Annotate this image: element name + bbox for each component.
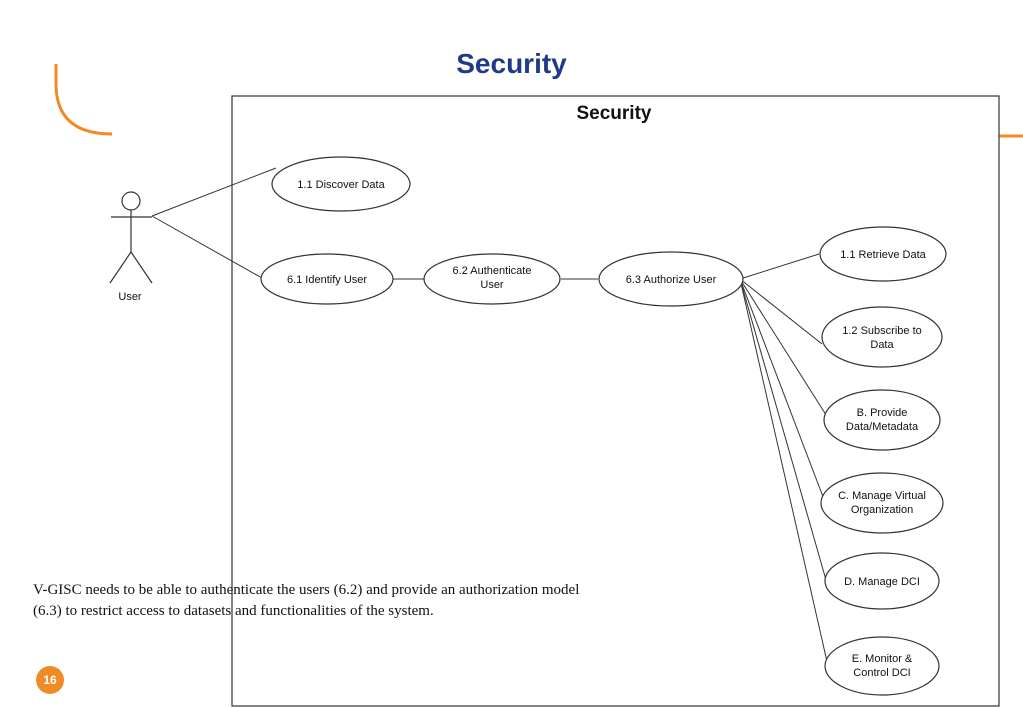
use-case-label: C. Manage Virtual [838, 490, 926, 502]
caption-line: V-GISC needs to be able to authenticate … [33, 582, 580, 598]
use-case-authenticate-user: 6.2 Authenticate User [423, 253, 561, 305]
use-case-subscribe-data: 1.2 Subscribe to Data [821, 306, 943, 368]
use-case-label: User [480, 279, 504, 291]
assoc-authorize-provide [739, 278, 829, 419]
assoc-authorize-monitor-dci [739, 278, 829, 667]
use-case-ellipse [819, 226, 947, 282]
use-case-ellipse [260, 253, 394, 305]
use-case-provide-metadata: B. Provide Data/Metadata [823, 389, 941, 451]
actor-label: User [118, 291, 142, 303]
assoc-authorize-retrieve [739, 253, 820, 280]
use-case-ellipse [824, 636, 940, 696]
use-case-label: 6.2 Authenticate [453, 265, 532, 277]
assoc-authorize-manage-dci [739, 278, 827, 581]
use-case-ellipse [423, 253, 561, 305]
slide-title: Security [456, 48, 567, 79]
use-case-ellipse [821, 306, 943, 368]
use-case-label: 1.2 Subscribe to [842, 325, 922, 337]
use-case-label: Data/Metadata [846, 421, 919, 433]
use-case-ellipse [598, 251, 744, 307]
use-case-label: Data [870, 339, 894, 351]
use-case-label: 6.1 Identify User [287, 274, 367, 286]
diagram-title: Security [577, 103, 652, 124]
use-case-label: B. Provide [857, 407, 908, 419]
actor-leg-right [130, 251, 153, 284]
use-case-label: 1.1 Discover Data [297, 179, 385, 191]
caption-line: (6.3) to restrict access to datasets and… [33, 603, 434, 619]
actor-head [121, 191, 141, 211]
use-case-label: E. Monitor & [852, 653, 913, 665]
use-case-label: Organization [851, 504, 913, 516]
use-case-ellipse [271, 156, 411, 212]
use-case-authorize-user: 6.3 Authorize User [598, 251, 744, 307]
assoc-authorize-subscribe [739, 278, 823, 345]
actor-user [109, 191, 153, 284]
slide-caption: V-GISC needs to be able to authenticate … [33, 580, 733, 622]
associations [151, 167, 829, 667]
actor-leg-left [109, 251, 132, 284]
use-case-monitor-control-dci: E. Monitor & Control DCI [824, 636, 940, 696]
use-case-manage-virtual-organization: C. Manage Virtual Organization [820, 472, 944, 534]
use-case-retrieve-data: 1.1 Retrieve Data [819, 226, 947, 282]
use-case-identify-user: 6.1 Identify User [260, 253, 394, 305]
use-case-ellipse [823, 389, 941, 451]
assoc-authorize-manage-vo [739, 278, 826, 503]
use-case-label: D. Manage DCI [844, 576, 920, 588]
orange-corner-arc [54, 64, 113, 136]
use-case-ellipse [820, 472, 944, 534]
page-number-badge: 16 [36, 666, 64, 694]
assoc-user-discover [151, 167, 277, 217]
use-case-label: 6.3 Authorize User [626, 274, 717, 286]
assoc-user-identify [151, 215, 263, 279]
use-case-label: 1.1 Retrieve Data [840, 249, 926, 261]
use-case-label: Control DCI [853, 667, 910, 679]
use-case-discover-data: 1.1 Discover Data [271, 156, 411, 212]
use-case-ellipse [824, 552, 940, 610]
use-case-manage-dci: D. Manage DCI [824, 552, 940, 610]
